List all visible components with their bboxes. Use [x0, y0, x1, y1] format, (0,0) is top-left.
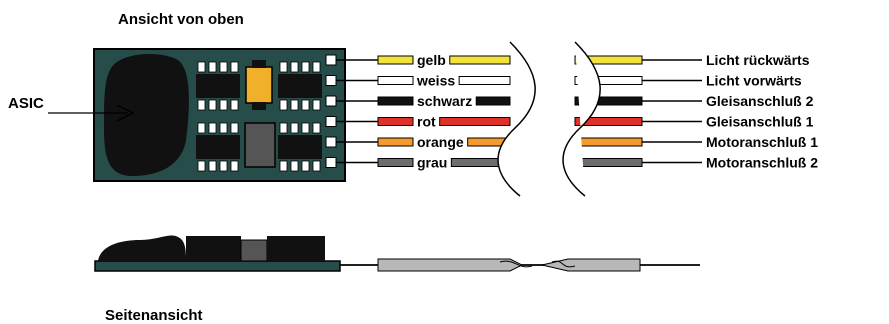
smd-pin	[208, 61, 217, 73]
smd-pin	[208, 160, 217, 172]
smd-pin	[290, 61, 299, 73]
smd-pin	[312, 122, 321, 134]
smd-ic-3	[196, 135, 240, 159]
wire-color-label: orange	[417, 134, 464, 150]
wire-function-label: Motoranschluß 2	[706, 155, 818, 171]
asic-pointer-arrow	[116, 104, 135, 122]
solder-pad	[325, 54, 337, 66]
solder-pad	[325, 136, 337, 148]
wire-strip-right	[574, 137, 643, 147]
side-component-2	[240, 239, 268, 262]
smd-pin	[290, 160, 299, 172]
cable-break-right	[562, 41, 601, 197]
smd-pin	[197, 160, 206, 172]
side-component-1	[186, 236, 241, 261]
smd-pin	[301, 99, 310, 111]
asic-chip	[104, 54, 189, 177]
side-pcb	[94, 260, 341, 272]
wire-strip-right	[574, 158, 643, 167]
capacitor-lead-bottom	[252, 102, 266, 110]
smd-pin	[219, 160, 228, 172]
solder-pad	[325, 157, 337, 168]
wire-color-label: rot	[417, 114, 436, 130]
side-cable-break-right	[551, 260, 576, 268]
side-view-title: Seitenansicht	[105, 307, 203, 324]
smd-pin	[197, 61, 206, 73]
capacitor-lead-top	[252, 60, 266, 68]
smd-pin	[219, 61, 228, 73]
smd-pin	[197, 99, 206, 111]
side-cable-jacket-right	[541, 258, 641, 272]
side-component-3	[267, 236, 325, 261]
wire-strip-left	[377, 158, 414, 167]
smd-pin	[230, 122, 239, 134]
wire-strip-middle	[449, 55, 511, 65]
smd-pin	[301, 61, 310, 73]
wire-color-label: gelb	[417, 52, 446, 68]
wire-function-label: Gleisanschluß 2	[706, 93, 814, 109]
solder-pad	[325, 95, 337, 107]
wire-function-label: Gleisanschluß 1	[706, 114, 814, 130]
smd-pin	[208, 99, 217, 111]
solder-pad	[325, 75, 337, 86]
smd-pin	[279, 61, 288, 73]
smd-pin	[279, 99, 288, 111]
smd-pin	[219, 99, 228, 111]
top-view: ASIC gelb Licht rückwärts weiss Licht vorwä…	[8, 41, 818, 197]
side-cable-break-left	[499, 260, 533, 268]
smd-components	[196, 61, 322, 172]
wire-strip-left	[377, 76, 414, 85]
wire-strip-left	[377, 117, 414, 126]
smd-pin	[230, 61, 239, 73]
side-asic	[98, 235, 186, 261]
wire-function-label: Motoranschluß 1	[706, 134, 818, 150]
wire-harness: gelb Licht rückwärts weiss Licht vorwärts sc…	[325, 52, 818, 171]
smd-pin	[312, 160, 321, 172]
smd-ic-1	[196, 74, 240, 98]
solder-pad	[325, 116, 337, 127]
smd-ic-4	[278, 135, 322, 159]
smd-pin	[208, 122, 217, 134]
asic-label: ASIC	[8, 95, 44, 112]
smd-pin	[279, 160, 288, 172]
wire-color-label: weiss	[416, 73, 455, 89]
wire-strip-left	[377, 137, 414, 147]
side-cable-jacket-left	[377, 258, 524, 272]
smd-pin	[312, 99, 321, 111]
capacitor	[245, 66, 273, 104]
smd-pin	[279, 122, 288, 134]
side-view	[94, 235, 700, 272]
smd-pin	[312, 61, 321, 73]
wire-color-label: grau	[417, 155, 447, 171]
wire-strip-middle	[475, 96, 511, 106]
smd-pin	[290, 99, 299, 111]
smd-pin	[219, 122, 228, 134]
smd-pin	[230, 99, 239, 111]
smd-pin	[301, 160, 310, 172]
cable-break-left	[497, 41, 536, 197]
wire-function-label: Licht rückwärts	[706, 52, 810, 68]
wire-strip-middle	[439, 117, 511, 126]
smd-pin	[230, 160, 239, 172]
wire-strip-middle	[458, 76, 511, 85]
ic-package	[244, 122, 276, 168]
top-view-title: Ansicht von oben	[118, 11, 244, 28]
wire-strip-left	[377, 55, 414, 65]
smd-ic-2	[278, 74, 322, 98]
smd-pin	[197, 122, 206, 134]
wire-function-label: Licht vorwärts	[706, 73, 802, 89]
smd-pin	[301, 122, 310, 134]
wire-strip-left	[377, 96, 414, 106]
wire-color-label: schwarz	[417, 93, 472, 109]
smd-pin	[290, 122, 299, 134]
